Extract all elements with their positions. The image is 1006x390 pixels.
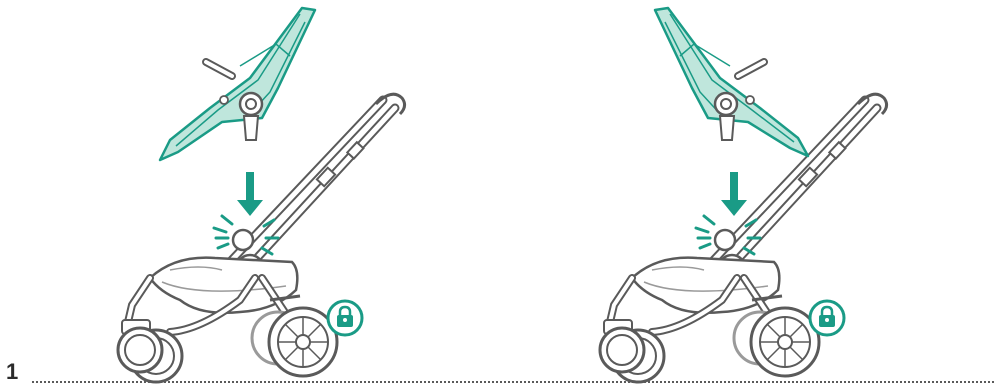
stroller-seat-rearward: [655, 8, 808, 156]
step-number: 1: [6, 361, 18, 383]
stroller-seat-forward: [160, 8, 315, 160]
dotted-divider: [32, 381, 994, 383]
down-arrow-icon: [721, 172, 747, 216]
stroller-chassis: [600, 94, 887, 382]
down-arrow-icon: [237, 172, 263, 216]
padlock-icon: [328, 301, 362, 335]
padlock-icon: [810, 301, 844, 335]
panel-2: [600, 8, 887, 382]
stroller-chassis: [118, 94, 405, 382]
panel-1: [118, 8, 405, 382]
